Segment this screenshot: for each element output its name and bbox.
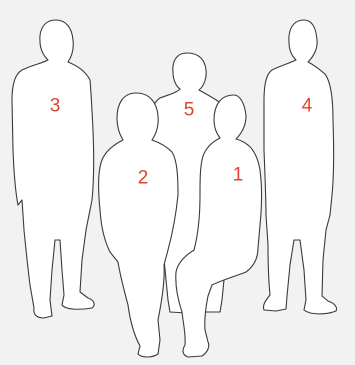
person-3-silhouette (12, 20, 94, 318)
person-4-number: 4 (302, 97, 313, 116)
person-1-number: 1 (233, 166, 244, 185)
person-5-number: 5 (184, 101, 195, 120)
person-4-silhouette (263, 20, 336, 314)
person-3-number: 3 (50, 97, 61, 116)
person-2-number: 2 (138, 169, 149, 188)
